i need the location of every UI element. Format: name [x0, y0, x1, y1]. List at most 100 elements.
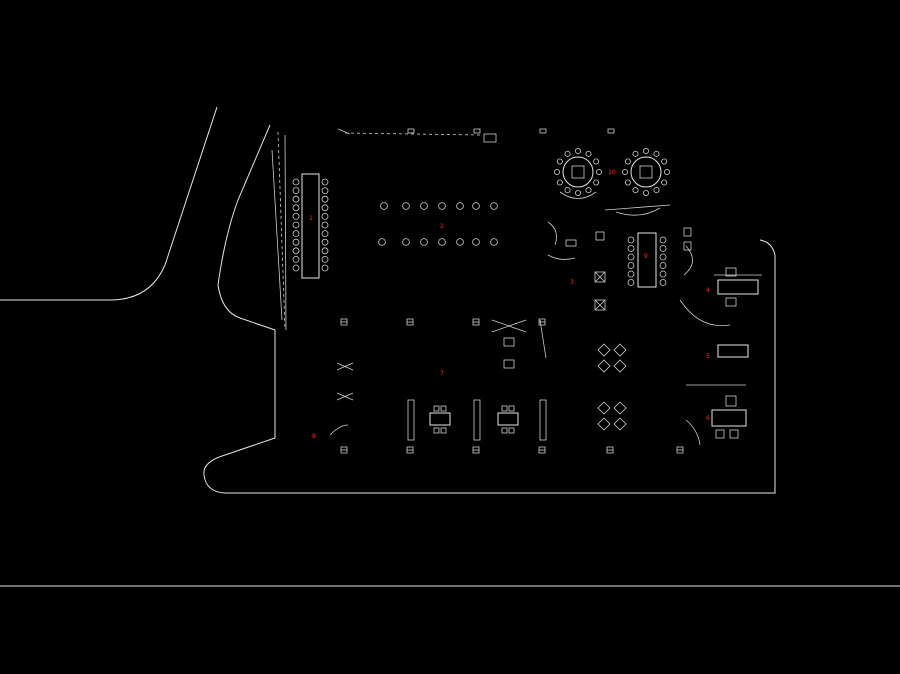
chair	[632, 187, 639, 194]
chair	[624, 158, 631, 165]
chair	[321, 238, 329, 246]
chair	[585, 150, 592, 157]
chair	[420, 202, 428, 210]
chair	[321, 230, 329, 238]
chair	[292, 187, 300, 195]
chair	[659, 245, 667, 252]
chair	[659, 236, 667, 244]
zone-label: 6	[706, 415, 710, 422]
lounge-chair	[597, 359, 611, 373]
chair	[664, 168, 671, 175]
conference-table-left	[292, 173, 329, 279]
zone-label: 3	[570, 279, 574, 286]
left-partition	[271, 131, 287, 331]
chair	[321, 221, 329, 229]
lounge-chair	[597, 343, 611, 357]
chair	[292, 212, 300, 220]
lounge-chair	[613, 343, 627, 357]
zone-label: 8	[312, 433, 316, 440]
chair	[321, 212, 329, 220]
chair	[596, 168, 603, 175]
zone-label: 2	[440, 223, 444, 230]
chair	[627, 245, 635, 252]
building-outline	[0, 106, 900, 587]
chair	[321, 247, 329, 255]
zone-label: 5	[706, 353, 710, 360]
chair	[292, 221, 300, 229]
chair	[420, 238, 428, 246]
chair	[554, 168, 561, 175]
chair	[292, 238, 300, 246]
chair	[659, 279, 667, 286]
chair	[438, 238, 446, 246]
chair	[321, 187, 329, 195]
chair	[653, 150, 660, 157]
seating-rows	[378, 202, 498, 246]
chair	[321, 255, 329, 263]
chair	[292, 230, 300, 238]
right-desks	[679, 245, 762, 446]
zone-label: 9	[644, 253, 648, 260]
chair	[321, 178, 329, 186]
chair	[292, 204, 300, 212]
chair	[653, 187, 660, 194]
chair	[659, 253, 667, 261]
chair	[575, 189, 582, 196]
chair	[490, 238, 498, 246]
chair	[585, 187, 592, 194]
chair	[456, 238, 464, 246]
chair	[593, 158, 600, 165]
chair	[456, 202, 464, 210]
chair	[292, 255, 300, 263]
chair	[661, 179, 668, 186]
desk-pods	[329, 319, 547, 441]
lounge-chair	[613, 359, 627, 373]
chair	[292, 264, 300, 272]
chair	[624, 179, 631, 186]
column-markers	[340, 318, 684, 454]
lounge-chairs	[547, 221, 627, 431]
chair	[378, 238, 386, 246]
chair	[292, 247, 300, 255]
chair	[564, 187, 571, 194]
chair	[659, 270, 667, 278]
chair	[380, 202, 388, 210]
chair	[556, 158, 563, 165]
chair	[575, 147, 582, 154]
chair	[643, 189, 650, 196]
chair	[321, 195, 329, 203]
lounge-chair	[597, 401, 611, 415]
lounge-chair	[597, 417, 611, 431]
zone-label: 1	[309, 215, 313, 222]
chair	[659, 262, 667, 269]
chair	[661, 158, 668, 165]
chair	[472, 202, 480, 210]
chair	[321, 204, 329, 212]
chair	[402, 238, 410, 246]
conference-table-right	[627, 227, 692, 288]
chair	[564, 150, 571, 157]
chair	[627, 262, 635, 269]
chair	[643, 147, 650, 154]
chair	[321, 264, 329, 272]
chair	[490, 202, 498, 210]
zone-label: 7	[440, 370, 444, 377]
zone-label: 4	[706, 287, 710, 294]
chair	[292, 195, 300, 203]
chair	[593, 179, 600, 186]
chair	[472, 238, 480, 246]
round-tables	[554, 147, 671, 216]
chair	[627, 236, 635, 244]
chair	[438, 202, 446, 210]
zone-label: 10	[608, 169, 616, 176]
chair	[632, 150, 639, 157]
chair	[556, 179, 563, 186]
chair	[627, 279, 635, 286]
chair	[627, 270, 635, 278]
lounge-chair	[613, 401, 627, 415]
zone-labels: 1 2 3 4 5 6 7 8 9 10	[309, 169, 710, 440]
chair	[622, 168, 629, 175]
chair	[292, 178, 300, 186]
chair	[402, 202, 410, 210]
